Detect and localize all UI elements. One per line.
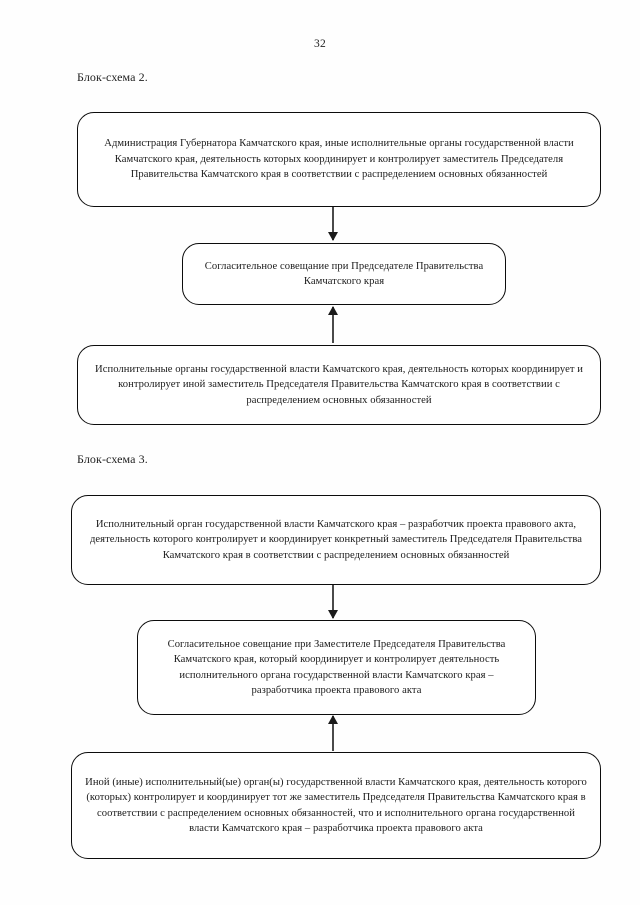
arrow-head-down-icon bbox=[328, 232, 338, 241]
section-caption-scheme-3: Блок-схема 3. bbox=[77, 452, 148, 466]
flowchart-2-box-3: Исполнительные органы государственной вл… bbox=[77, 345, 601, 425]
flowchart-3-box-1-text: Исполнительный орган государственной вла… bbox=[89, 518, 582, 561]
page-number: 32 bbox=[314, 38, 326, 50]
flowchart-3-box-3: Иной (иные) исполнительный(ые) орган(ы) … bbox=[71, 752, 601, 859]
flowchart-2-box-2-text: Согласительное совещание при Председател… bbox=[204, 260, 484, 287]
arrow-head-up-icon bbox=[328, 715, 338, 724]
flowchart-2-arrow-1-down bbox=[325, 207, 341, 241]
flowchart-2-box-3-text: Исполнительные органы государственной вл… bbox=[95, 363, 583, 406]
flowchart-2-arrow-2-up bbox=[325, 306, 341, 343]
arrow-head-up-icon bbox=[328, 306, 338, 315]
flowchart-3-box-1: Исполнительный орган государственной вла… bbox=[71, 495, 601, 585]
arrow-head-down-icon bbox=[328, 610, 338, 619]
flowchart-3-arrow-2-up bbox=[325, 715, 341, 751]
section-caption-scheme-2: Блок-схема 2. bbox=[77, 70, 148, 84]
arrow-shaft bbox=[332, 207, 334, 240]
flowchart-2-box-2: Согласительное совещание при Председател… bbox=[182, 243, 506, 305]
flowchart-3-box-2-text: Согласительное совещание при Заместителе… bbox=[167, 638, 506, 696]
flowchart-3-box-2: Согласительное совещание при Заместителе… bbox=[137, 620, 536, 715]
arrow-shaft bbox=[332, 585, 334, 618]
flowchart-2-box-1-text: Администрация Губернатора Камчатского кр… bbox=[104, 138, 574, 181]
arrow-shaft bbox=[332, 716, 334, 751]
flowchart-3-box-3-text: Иной (иные) исполнительный(ые) орган(ы) … bbox=[85, 776, 587, 834]
arrow-shaft bbox=[332, 307, 334, 343]
flowchart-2-box-1: Администрация Губернатора Камчатского кр… bbox=[77, 112, 601, 207]
flowchart-3-arrow-1-down bbox=[325, 585, 341, 619]
